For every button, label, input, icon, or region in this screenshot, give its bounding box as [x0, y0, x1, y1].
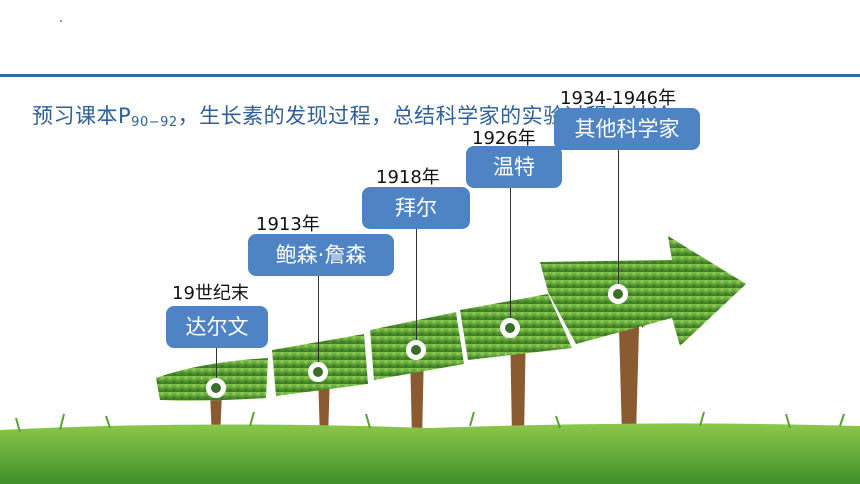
- scientist-label: 其他科学家: [554, 108, 700, 150]
- timeline-year: 1918年: [376, 167, 440, 188]
- grass-field: [0, 423, 860, 484]
- timeline-year: 1926年: [472, 128, 536, 149]
- connector-line: [318, 276, 319, 366]
- scientist-label: 达尔文: [166, 306, 268, 348]
- connector-line: [510, 188, 511, 322]
- timeline-marker: [500, 318, 520, 338]
- grass-blades: [15, 411, 845, 433]
- slide-dot: [60, 20, 62, 22]
- title-text-start: 预习课本P: [32, 104, 132, 128]
- connector-line: [618, 150, 619, 290]
- connector-line: [216, 344, 217, 386]
- scientist-label: 鲍森·詹森: [248, 234, 394, 276]
- timeline-year: 19世纪末: [172, 283, 249, 304]
- title-page-range: 90−92: [131, 115, 178, 130]
- connector-line: [416, 228, 417, 344]
- scientist-label: 温特: [466, 146, 562, 188]
- timeline-year: 1934-1946年: [560, 88, 677, 109]
- header-rule: [0, 74, 860, 77]
- timeline-year: 1913年: [256, 214, 320, 235]
- timeline-marker: [608, 284, 628, 304]
- timeline-marker: [406, 340, 426, 360]
- timeline-marker: [308, 362, 328, 382]
- scientist-label: 拜尔: [362, 187, 470, 229]
- timeline-marker: [206, 378, 226, 398]
